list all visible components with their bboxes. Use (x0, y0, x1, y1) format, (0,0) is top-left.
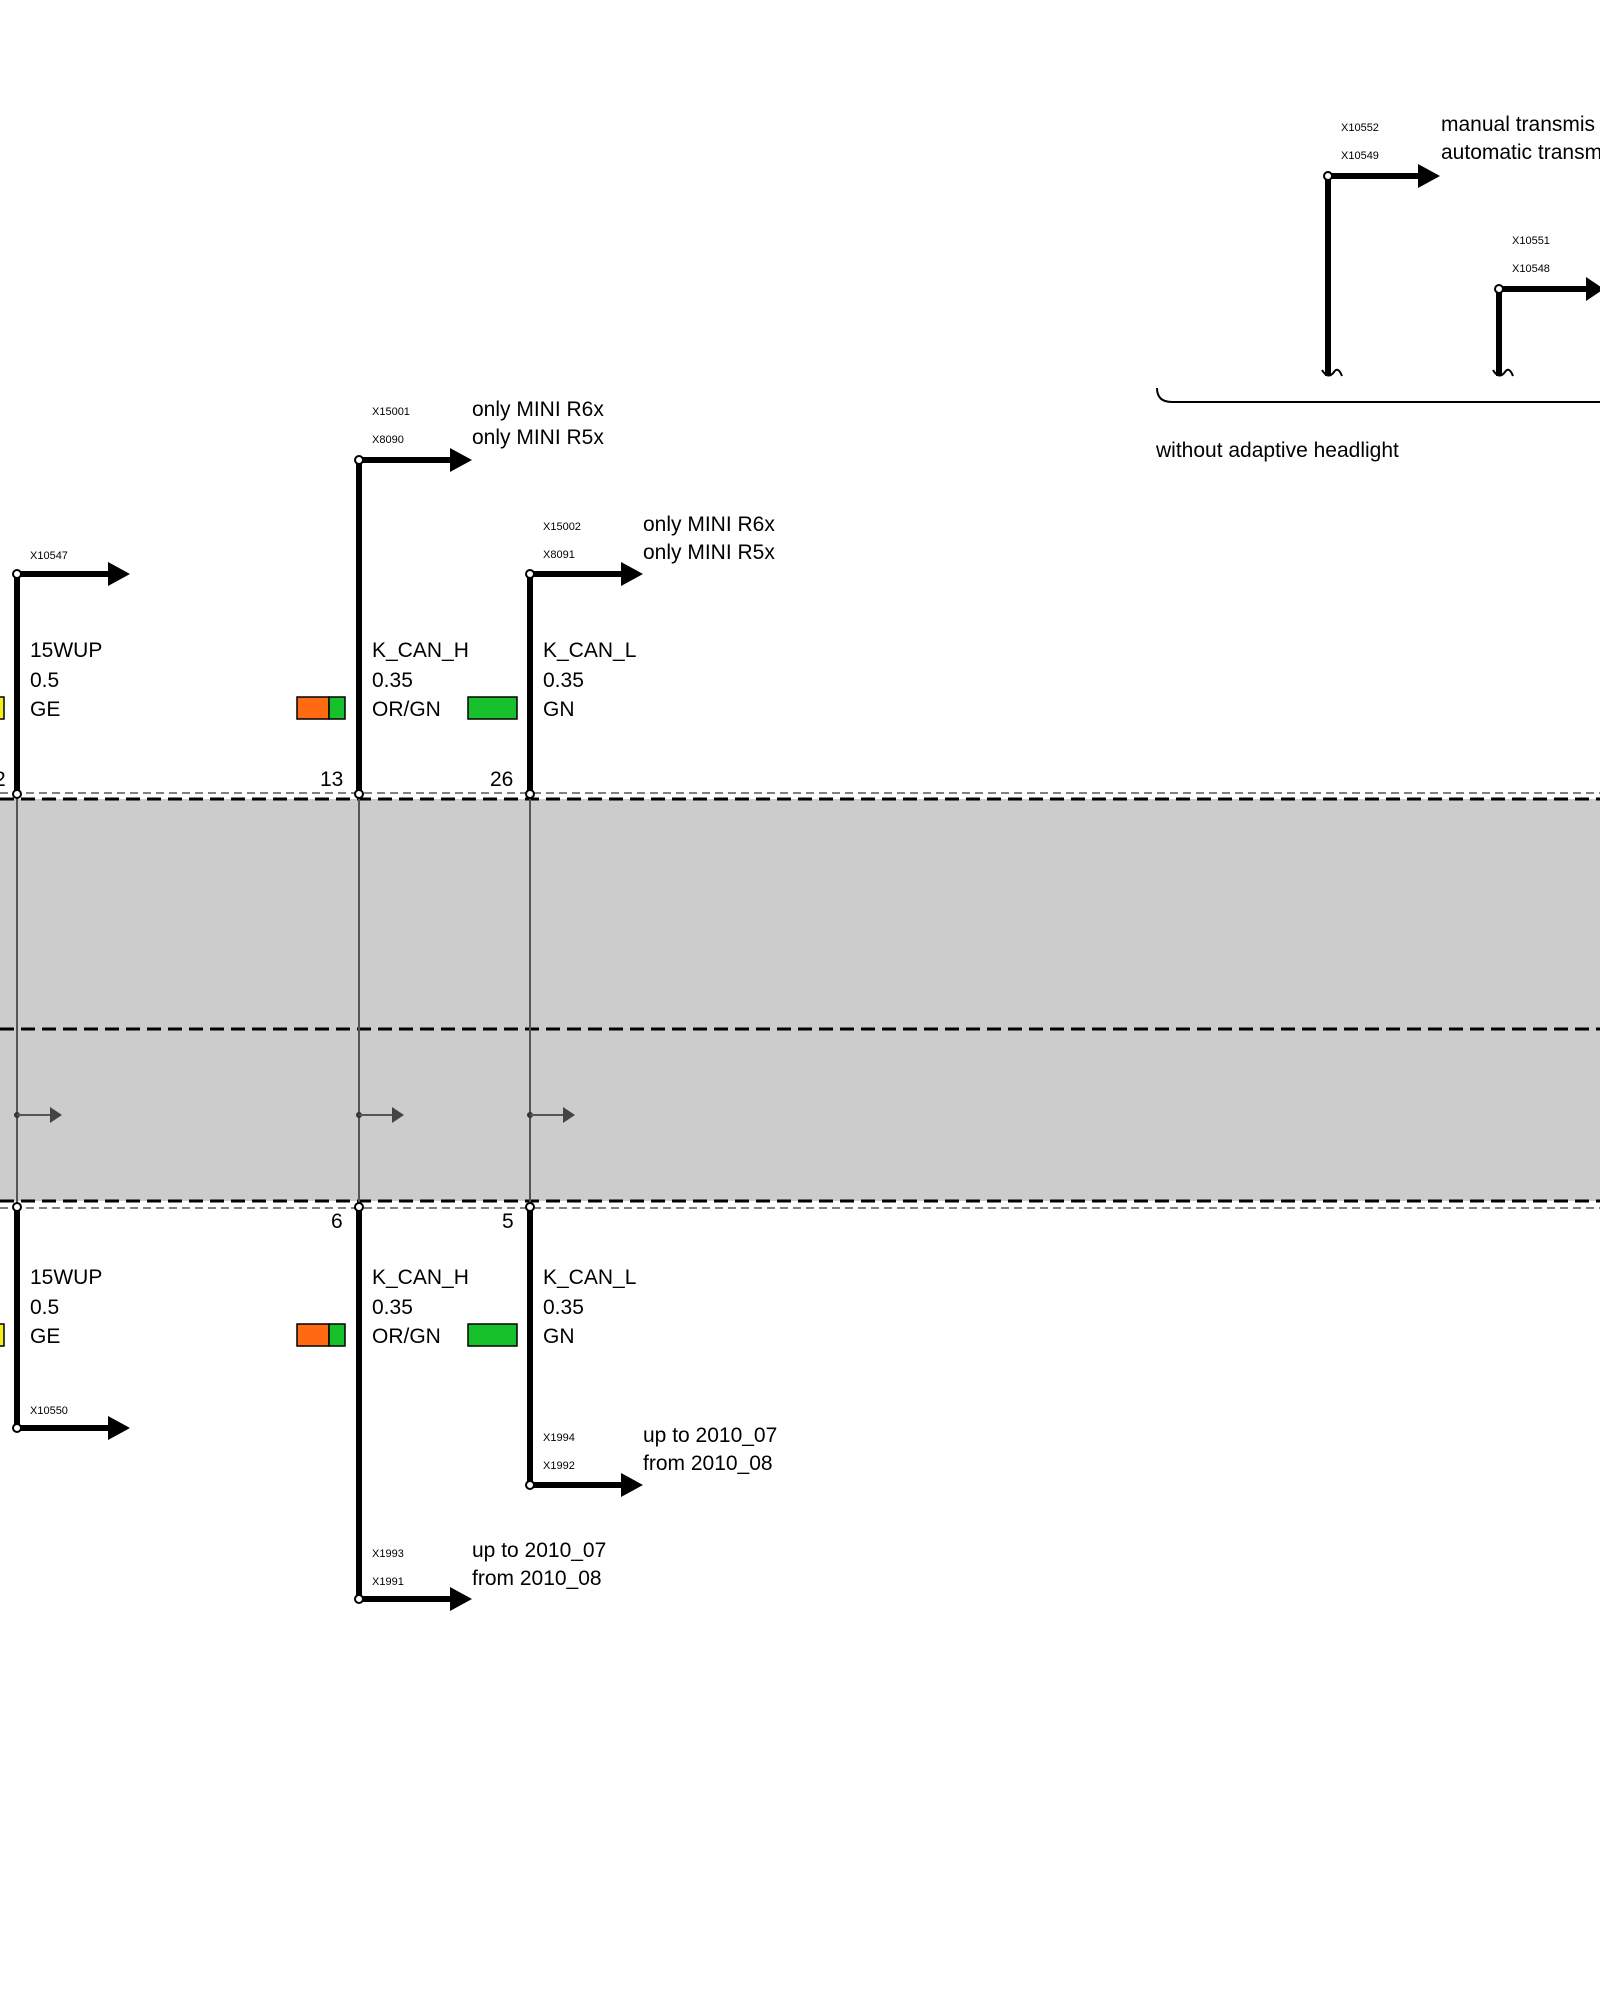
variant-note: from 2010_08 (643, 1452, 773, 1475)
wire-color-swatch-stripe (328, 696, 346, 720)
signal-label: K_CAN_H (372, 1266, 469, 1289)
color-code-label: GN (543, 1325, 575, 1348)
wire-15wup-top[interactable]: X10547 15WUP 0.5 GE 2 (0, 550, 130, 799)
color-code-label: OR/GN (372, 1325, 441, 1348)
connector-label: X15002 (543, 521, 581, 533)
module-band (0, 799, 1600, 1201)
bracket-caption: without adaptive headlight (1155, 439, 1399, 462)
wire-kcanl-top[interactable]: X15002 X8091 only MINI R6x only MINI R5x… (467, 513, 775, 799)
variant-note: automatic transm (1441, 141, 1600, 164)
gauge-label: 0.35 (372, 669, 413, 692)
connector-label: X10548 (1512, 263, 1550, 275)
internal-wires (14, 795, 575, 1205)
pin-number: 5 (502, 1210, 514, 1233)
signal-label: 15WUP (30, 639, 102, 662)
wire-color-swatch (467, 696, 518, 720)
connector-label: X15001 (372, 406, 410, 418)
signal-label: 15WUP (30, 1266, 102, 1289)
signal-label: K_CAN_L (543, 639, 636, 662)
variant-bracket (1156, 387, 1600, 403)
wire-color-swatch-primary (296, 1323, 330, 1347)
connector-label: X10551 (1512, 235, 1550, 247)
variant-note: only MINI R5x (472, 426, 604, 449)
pin-number: 26 (490, 768, 513, 791)
connector-label: X10549 (1341, 150, 1379, 162)
transmission-branch-1[interactable]: X10552 X10549 manual transmis automatic … (1321, 113, 1600, 377)
color-code-label: GE (30, 698, 60, 721)
wire-color-swatch (0, 696, 5, 720)
wire-kcanh-top[interactable]: X15001 X8090 only MINI R6x only MINI R5x… (296, 398, 604, 799)
connector-label: X10550 (30, 1405, 68, 1417)
connector-label: X10547 (30, 550, 68, 562)
gauge-label: 0.35 (372, 1296, 413, 1319)
wire-color-swatch (0, 1323, 5, 1347)
signal-label: K_CAN_H (372, 639, 469, 662)
variant-note: only MINI R6x (472, 398, 604, 421)
connector-label: X8090 (372, 434, 404, 446)
variant-note: only MINI R6x (643, 513, 775, 536)
connector-label: X1993 (372, 1548, 404, 1560)
connector-label: X1991 (372, 1576, 404, 1588)
variant-note: only MINI R5x (643, 541, 775, 564)
variant-note: from 2010_08 (472, 1567, 602, 1590)
connector-label: X1994 (543, 1432, 575, 1444)
pin-number: 13 (320, 768, 343, 791)
wire-color-swatch (467, 1323, 518, 1347)
wire-color-swatch-stripe (328, 1323, 346, 1347)
wire-color-swatch-primary (296, 696, 330, 720)
pin-number: 6 (331, 1210, 343, 1233)
wire-kcanh-bottom[interactable]: X1993 X1991 up to 2010_07 from 2010_08 K… (296, 1202, 606, 1611)
connector-label: X8091 (543, 549, 575, 561)
gauge-label: 0.5 (30, 669, 59, 692)
transmission-branch-2[interactable]: X10551 X10548 (1492, 235, 1600, 377)
signal-label: K_CAN_L (543, 1266, 636, 1289)
variant-note: up to 2010_07 (472, 1539, 606, 1562)
gauge-label: 0.35 (543, 1296, 584, 1319)
connector-label: X10552 (1341, 122, 1379, 134)
variant-note: up to 2010_07 (643, 1424, 777, 1447)
color-code-label: OR/GN (372, 698, 441, 721)
variant-note: manual transmis (1441, 113, 1595, 136)
color-code-label: GE (30, 1325, 60, 1348)
color-code-label: GN (543, 698, 575, 721)
wire-kcanl-bottom[interactable]: X1994 X1992 up to 2010_07 from 2010_08 K… (467, 1202, 777, 1497)
gauge-label: 0.5 (30, 1296, 59, 1319)
connector-label: X1992 (543, 1460, 575, 1472)
wire-15wup-bottom[interactable]: X10550 15WUP 0.5 GE (0, 1202, 130, 1440)
pin-number: 2 (0, 768, 6, 791)
gauge-label: 0.35 (543, 669, 584, 692)
